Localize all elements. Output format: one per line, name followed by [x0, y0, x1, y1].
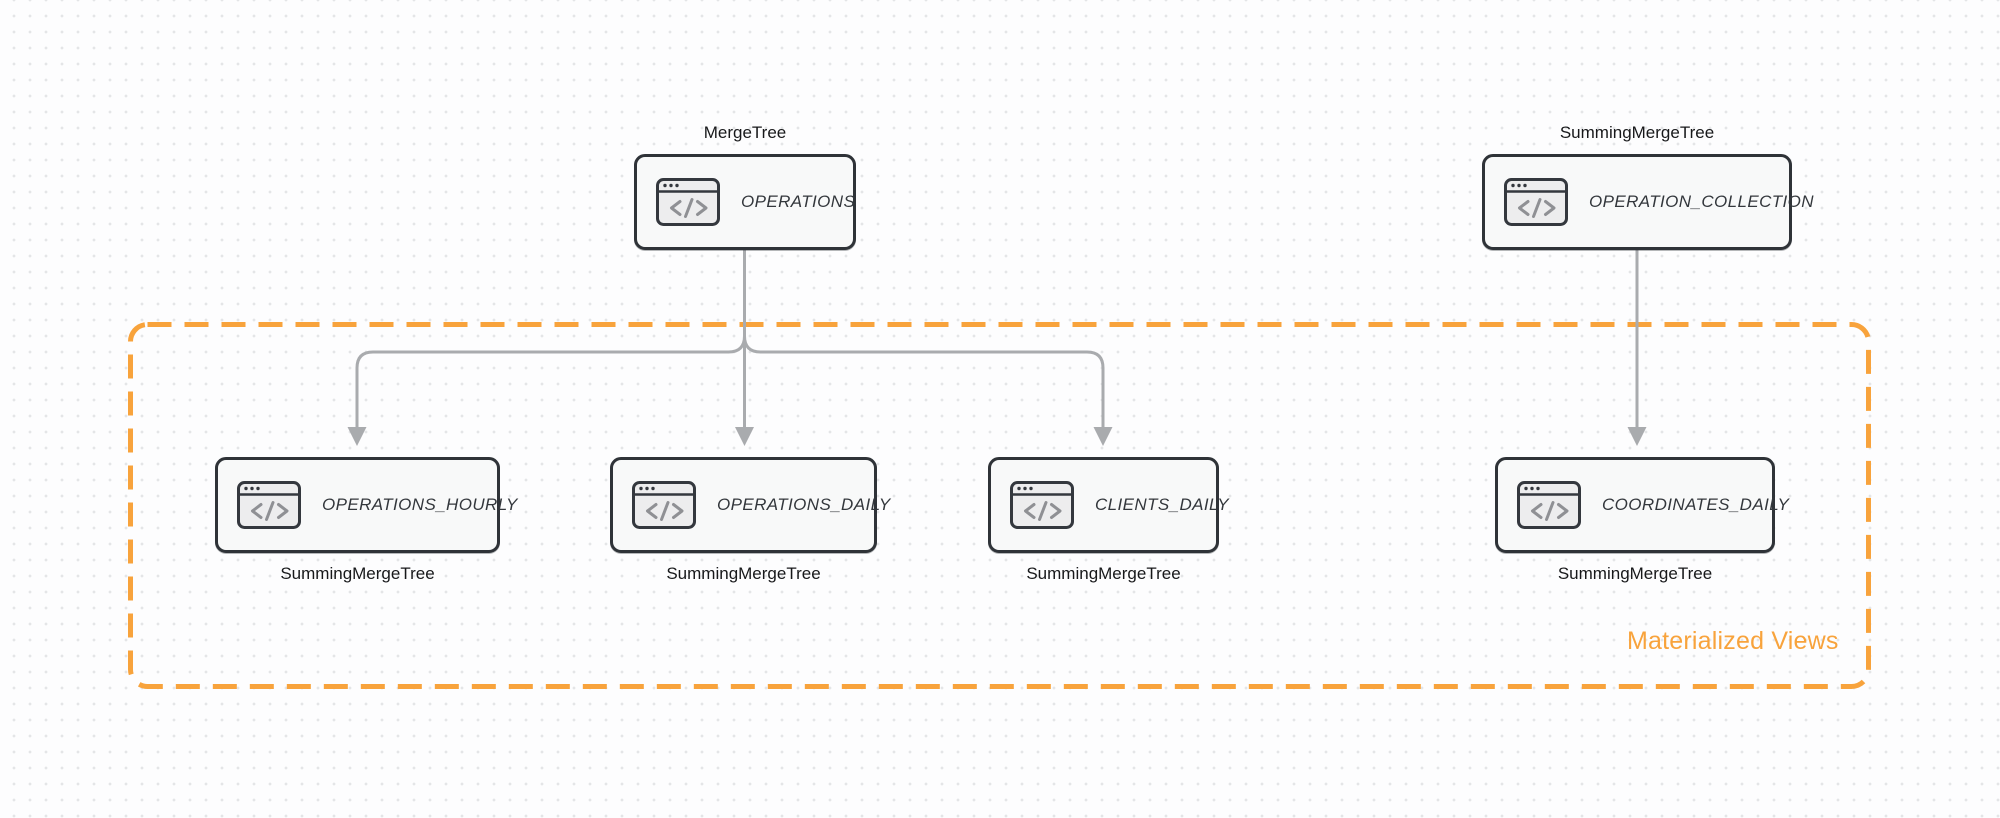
node-operations-hourly: OPERATIONS_HOURLY SummingMergeTree	[215, 457, 517, 583]
node-title: COORDINATES_DAILY	[1602, 495, 1790, 514]
node-operations: MergeTree OPERATIONS	[634, 123, 856, 250]
node-clients-daily: CLIENTS_DAILY SummingMergeTree	[988, 457, 1229, 583]
code-window-icon	[1517, 481, 1581, 529]
edge-operations-to-operations-hourly	[355, 250, 746, 428]
node-title: OPERATIONS_DAILY	[717, 495, 891, 514]
code-window-icon	[237, 481, 301, 529]
engine-label: SummingMergeTree	[666, 564, 821, 583]
edge-operations-to-clients-daily	[743, 250, 1105, 428]
engine-label: SummingMergeTree	[280, 564, 435, 583]
node-title: OPERATION_COLLECTION	[1589, 192, 1814, 211]
edge-arrowhead	[347, 427, 367, 446]
node-box-operations-hourly[interactable]: OPERATIONS_HOURLY	[215, 457, 517, 553]
engine-label: SummingMergeTree	[1026, 564, 1181, 583]
node-box-operations-daily[interactable]: OPERATIONS_DAILY	[610, 457, 890, 553]
engine-label: SummingMergeTree	[1559, 123, 1715, 142]
edge-arrowhead	[1093, 427, 1113, 446]
group-label-materialized-views: Materialized Views	[1627, 627, 1839, 655]
node-operations-daily: OPERATIONS_DAILY SummingMergeTree	[610, 457, 890, 583]
node-operation-collection: SummingMergeTree OPERATION_COLLECTION	[1482, 123, 1814, 250]
edge-arrowhead	[735, 427, 754, 446]
engine-label: SummingMergeTree	[1557, 564, 1713, 583]
code-window-icon	[632, 481, 696, 529]
edge-arrowhead	[1627, 427, 1647, 446]
node-box-operation-collection[interactable]: OPERATION_COLLECTION	[1482, 154, 1814, 250]
node-box-operations[interactable]: OPERATIONS	[634, 154, 856, 250]
node-title: OPERATIONS_HOURLY	[322, 495, 518, 514]
code-window-icon	[1504, 178, 1568, 226]
node-title: OPERATIONS	[741, 192, 856, 211]
node-title: CLIENTS_DAILY	[1095, 495, 1230, 514]
node-coordinates-daily: COORDINATES_DAILY SummingMergeTree	[1495, 457, 1789, 583]
code-window-icon	[1010, 481, 1074, 529]
engine-label: MergeTree	[703, 123, 787, 142]
node-box-coordinates-daily[interactable]: COORDINATES_DAILY	[1495, 457, 1789, 553]
code-window-icon	[656, 178, 720, 226]
node-box-clients-daily[interactable]: CLIENTS_DAILY	[988, 457, 1229, 553]
